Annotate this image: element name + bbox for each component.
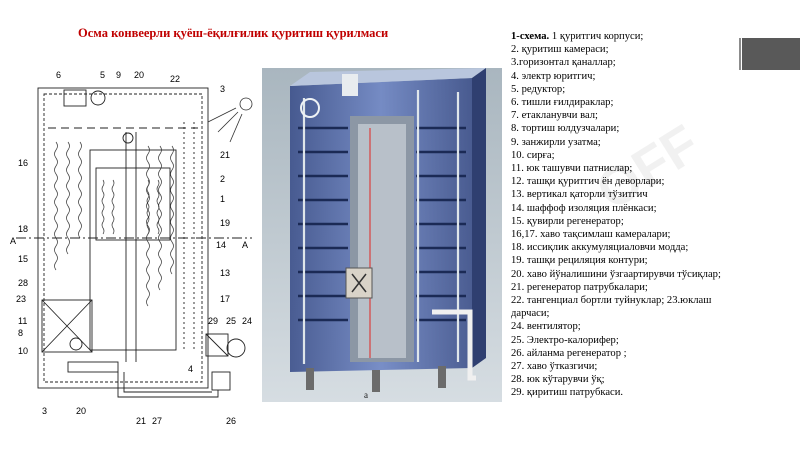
diagram-label: 19 (220, 218, 230, 228)
diagram-label: 18 (18, 224, 28, 234)
legend-item: 20. хаво йўналишини ўзгаартирувчи тўсиқл… (511, 268, 721, 280)
diagram-label: 25 (226, 316, 236, 326)
decorative-accent-line (739, 38, 741, 70)
diagram-label: 29 (208, 316, 218, 326)
diagram-label: 16 (18, 158, 28, 168)
legend-item: 6. тишли ғилдираклар; (511, 97, 614, 109)
legend-item: 7. етакланувчи вал; (511, 110, 598, 122)
legend-item: 22. тангенциал бортли туйнуклар; 23.юкла… (511, 295, 712, 320)
diagram-label: 11 (18, 316, 27, 326)
diagram-label: 13 (220, 268, 230, 278)
legend-item: 27. хаво ўтказгичи; (511, 361, 598, 373)
legend-item: 13. вертикал қаторли тўзитгич (511, 189, 648, 201)
diagram-label: 20 (134, 70, 144, 80)
dryer-schematic-diagram: 6 5 9 20 22 3 16 21 2 1 19 18 А 14 А 15 … (10, 70, 253, 426)
diagram-label: 27 (152, 416, 162, 426)
legend-item-text: 1 қуритгич корпуси; (549, 31, 644, 42)
legend-item: 16,17. хаво тақсимлаш камералари; (511, 229, 671, 241)
diagram-label: 24 (242, 316, 252, 326)
diagram-label: 10 (18, 346, 28, 356)
diagram-label: А (10, 236, 16, 246)
diagram-label: 14 (216, 240, 226, 250)
sun-rays-icon (207, 97, 253, 143)
legend-item: 2. қуритиш камераси; (511, 44, 609, 56)
legend-item: 5. редуктор; (511, 83, 566, 95)
diagram-label: 23 (16, 294, 26, 304)
legend-heading: 1-схема. (511, 31, 550, 42)
diagram-label: 4 (188, 364, 193, 374)
dryer-3d-render-image: а (262, 68, 502, 402)
legend-item: 28. юк кўтарувчи ўқ; (511, 374, 605, 386)
diagram-label: 8 (18, 328, 23, 338)
legend-item: 3.горизонтал қаналлар; (511, 57, 616, 69)
legend-item: 10. сирға; (511, 149, 555, 161)
diagram-label: 5 (100, 70, 105, 80)
photo-caption: а (364, 390, 368, 400)
diagram-label: 15 (18, 254, 28, 264)
diagram-label: 21 (220, 150, 230, 160)
diagram-label: А (242, 240, 248, 250)
legend-item: 21. регенератор патрубкалари; (511, 281, 648, 293)
decorative-accent-bar (742, 38, 800, 70)
diagram-label: 22 (170, 74, 180, 84)
legend-item: 1-схема. 1 қуритгич корпуси; (511, 30, 746, 43)
legend-item: 19. ташқи рециляция контури; (511, 255, 648, 267)
diagram-label: 1 (220, 194, 225, 204)
diagram-label: 2 (220, 174, 225, 184)
legend-item: 29. қиритиш патрубкаси. (511, 387, 624, 399)
legend-item: 26. айланма регенератор ; (511, 347, 627, 359)
diagram-label: 3 (42, 406, 47, 416)
legend-list: 1-схема. 1 қуритгич корпуси; 2. қуритиш … (511, 30, 746, 400)
legend-item: 8. тортиш юлдузчалари; (511, 123, 620, 135)
diagram-label: 26 (226, 416, 236, 426)
legend-item: 12. ташқи қуритгич ён деворлари; (511, 176, 665, 188)
legend-item: 25. Электро-калорифер; (511, 334, 619, 346)
legend-item: 15. қувирли регенератор; (511, 215, 624, 227)
diagram-label: 9 (116, 70, 121, 80)
legend-item: 18. иссиқлик аккумуляциаловчи модда; (511, 242, 689, 254)
diagram-label: 21 (136, 416, 146, 426)
legend-item: 9. занжирли узатма; (511, 136, 601, 148)
diagram-label: 3 (220, 84, 225, 94)
diagram-label: 28 (18, 278, 28, 288)
slide-title: Осма конвеерли қуёш-ёқилғилик қуритиш қу… (78, 26, 389, 40)
legend-item: 4. электр юритгич; (511, 70, 596, 82)
diagram-label: 6 (56, 70, 61, 80)
legend-item: 24. вентилятор; (511, 321, 581, 333)
diagram-label: 20 (76, 406, 86, 416)
diagram-label: 17 (220, 294, 230, 304)
legend-item: 14. шаффоф изоляция плёнкаси; (511, 202, 657, 214)
legend-item: 11. юк ташувчи патнислар; (511, 163, 633, 175)
